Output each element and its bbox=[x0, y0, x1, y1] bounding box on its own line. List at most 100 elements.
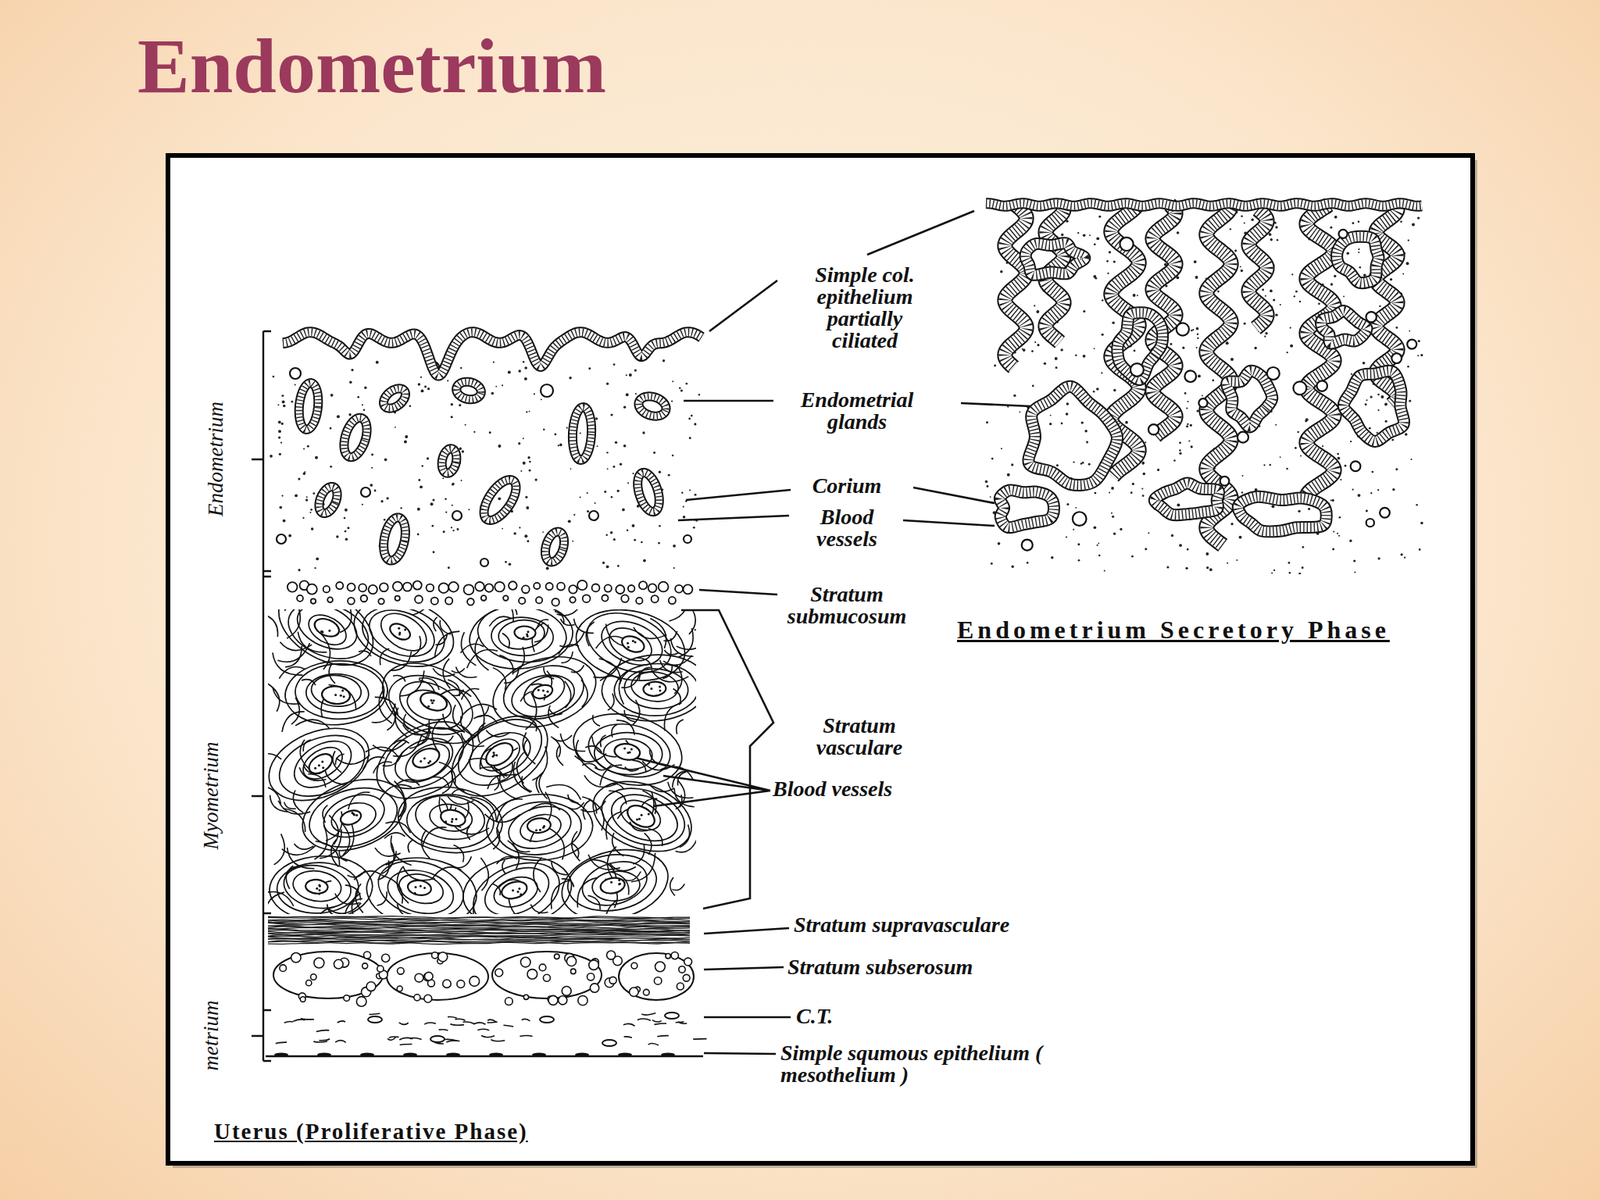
vessel-circle bbox=[548, 995, 558, 1005]
ct-nucleus bbox=[602, 1039, 617, 1047]
stroma-dot bbox=[1261, 288, 1265, 291]
whorl-ring bbox=[369, 610, 435, 657]
stroma-dot bbox=[1066, 402, 1069, 405]
stroma-dot bbox=[617, 564, 620, 568]
stroma-dot bbox=[993, 364, 997, 368]
stroma-dot bbox=[1147, 532, 1150, 534]
stroma-dot bbox=[1195, 275, 1199, 279]
stroma-dot bbox=[1365, 399, 1368, 401]
stroma-dot bbox=[1363, 273, 1367, 277]
vessel-circle bbox=[364, 951, 372, 959]
ct-fibre bbox=[481, 1035, 495, 1038]
stroma-dot bbox=[698, 393, 700, 396]
gland-wall bbox=[637, 472, 660, 512]
stroma-dot bbox=[1111, 321, 1115, 324]
stroma-dot bbox=[1351, 221, 1354, 225]
muscle-fibre bbox=[671, 883, 685, 890]
stroma-dot bbox=[1370, 396, 1373, 399]
stroma-dot bbox=[1078, 559, 1081, 562]
gland-wall bbox=[1238, 496, 1327, 533]
stroma-dot bbox=[1332, 499, 1335, 502]
vessel-circle bbox=[403, 582, 412, 592]
nucleus-dot bbox=[511, 889, 515, 892]
vessel-circle bbox=[609, 976, 617, 984]
stroma-dot bbox=[1000, 447, 1003, 450]
stroma-dot bbox=[1365, 510, 1368, 513]
stroma-dot bbox=[1263, 464, 1265, 466]
stroma-dot bbox=[612, 465, 615, 468]
vessel-circle bbox=[521, 585, 530, 593]
vessel-circle bbox=[448, 582, 459, 593]
gland-cells bbox=[1000, 489, 1054, 528]
vessel-whorl bbox=[592, 782, 692, 852]
vessel-circle bbox=[1184, 370, 1197, 383]
whorl-ring bbox=[314, 618, 340, 637]
gland-tube bbox=[545, 532, 565, 563]
stroma-dot bbox=[497, 496, 501, 500]
leader-line bbox=[703, 967, 784, 970]
stroma-dot bbox=[1178, 441, 1182, 444]
stroma-dot bbox=[1264, 295, 1267, 297]
stroma-dot bbox=[350, 368, 354, 372]
stroma-dot bbox=[421, 389, 425, 393]
whorl-ring bbox=[498, 620, 545, 650]
stroma-dot bbox=[371, 467, 373, 469]
muscle-fibre bbox=[676, 719, 684, 735]
nucleus-dot bbox=[617, 878, 621, 882]
stroma-dot bbox=[533, 392, 536, 395]
muscle-fibre bbox=[670, 877, 675, 896]
stroma-dot bbox=[1166, 565, 1169, 568]
gland-wall bbox=[1117, 312, 1163, 380]
ct-nucleus bbox=[430, 1035, 445, 1043]
stroma-dot bbox=[1142, 461, 1145, 465]
vessel-circle bbox=[628, 585, 635, 592]
stroma-dot bbox=[1264, 335, 1266, 338]
stroma-dot bbox=[1391, 439, 1394, 442]
whorl-ring bbox=[277, 862, 359, 913]
stroma-dot bbox=[310, 508, 313, 511]
stroma-dot bbox=[625, 374, 628, 376]
stroma-dot bbox=[1417, 354, 1419, 357]
stroma-dot bbox=[1111, 515, 1115, 518]
nucleus-dot bbox=[403, 628, 407, 632]
gland-cells bbox=[572, 407, 592, 461]
vessel-whorl bbox=[398, 787, 503, 854]
stroma-dot bbox=[524, 534, 528, 538]
ct-fibre bbox=[490, 1039, 505, 1042]
vessel-circle bbox=[668, 596, 676, 604]
nucleus-dot bbox=[537, 689, 540, 692]
muscle-fibre bbox=[320, 632, 331, 670]
nucleus-dot bbox=[339, 694, 343, 697]
vessel-circle bbox=[582, 594, 591, 603]
stroma-dot bbox=[310, 527, 315, 531]
stroma-dot bbox=[1032, 385, 1035, 388]
muscle-fibre bbox=[524, 739, 529, 757]
nucleus-dot bbox=[635, 817, 639, 821]
stroma-dot bbox=[1301, 566, 1304, 569]
whorl-ring bbox=[389, 623, 411, 640]
stroma-dot bbox=[1240, 214, 1243, 218]
stroma-dot bbox=[990, 562, 993, 565]
gland-wall bbox=[456, 382, 482, 400]
whorl-ring bbox=[321, 686, 350, 704]
vessel-circle bbox=[561, 985, 572, 996]
stroma-dot bbox=[1000, 270, 1004, 274]
stroma-dot bbox=[1206, 566, 1209, 569]
stroma-dot bbox=[1178, 543, 1183, 547]
nucleus-dot bbox=[315, 887, 318, 890]
ct-fibre bbox=[657, 1035, 669, 1037]
stroma-dot bbox=[1330, 282, 1333, 286]
stroma-dot bbox=[570, 467, 572, 470]
stroma-dot bbox=[613, 363, 616, 366]
stroma-dot bbox=[546, 567, 550, 571]
whorl-ring bbox=[311, 675, 362, 707]
gland-wall bbox=[1343, 371, 1404, 442]
muscle-fibre bbox=[668, 609, 688, 622]
gland-tube bbox=[1321, 310, 1367, 344]
whorl-ring bbox=[631, 671, 679, 702]
stroma-dot bbox=[1096, 387, 1100, 391]
stroma-dot bbox=[1239, 535, 1243, 540]
stroma-dot bbox=[1093, 347, 1096, 350]
stroma-dot bbox=[344, 530, 347, 533]
stroma-dot bbox=[277, 403, 279, 406]
